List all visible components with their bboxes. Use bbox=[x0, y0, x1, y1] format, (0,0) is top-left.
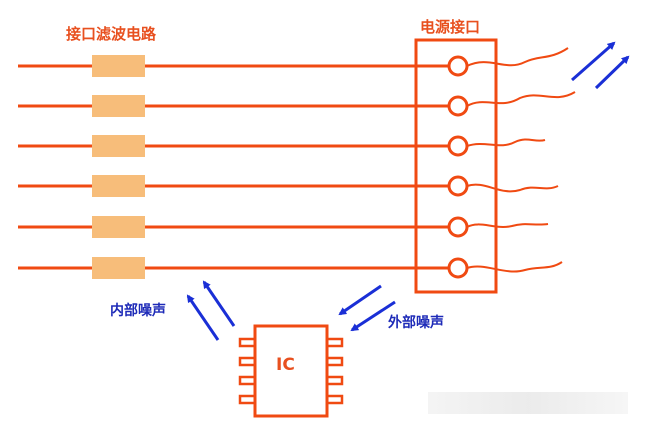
external-noise-arrow-1 bbox=[338, 284, 382, 316]
filter-block-5 bbox=[92, 216, 145, 238]
filter-block-1 bbox=[92, 55, 145, 77]
port-pin-5 bbox=[447, 216, 469, 238]
noise-arrows bbox=[186, 41, 630, 341]
external-wire-6 bbox=[466, 261, 563, 273]
port-pins bbox=[447, 55, 469, 279]
filter-circuit-label: 接口滤波电路 bbox=[66, 25, 157, 43]
external-wire-1 bbox=[466, 47, 569, 67]
port-pin-2 bbox=[447, 95, 469, 117]
external-noise-arrow-2 bbox=[350, 300, 396, 332]
internal-noise-arrow-2 bbox=[202, 280, 236, 327]
external-emission-arrow-1 bbox=[571, 41, 616, 82]
ic-pins-right bbox=[325, 337, 344, 405]
filter-block-2 bbox=[92, 95, 145, 117]
filter-block-3 bbox=[92, 135, 145, 157]
filter-blocks bbox=[92, 55, 145, 279]
power-port-box bbox=[414, 38, 498, 294]
external-wire-5 bbox=[466, 223, 549, 228]
ic-chip bbox=[238, 324, 344, 418]
external-wire-2 bbox=[466, 91, 576, 107]
ic-label: IC bbox=[276, 355, 295, 375]
signal-lines bbox=[18, 64, 448, 270]
ic-pins-left bbox=[238, 337, 257, 405]
external-noise-label: 外部噪声 bbox=[388, 315, 444, 331]
external-wire-4 bbox=[466, 183, 559, 193]
port-pin-1 bbox=[447, 55, 469, 77]
port-pin-3 bbox=[447, 135, 469, 157]
external-emission-arrow-2 bbox=[594, 55, 630, 90]
ic-body bbox=[253, 324, 329, 418]
filter-block-4 bbox=[92, 175, 145, 197]
internal-noise-label: 内部噪声 bbox=[110, 303, 166, 319]
port-pin-4 bbox=[447, 175, 469, 197]
watermark-smudge bbox=[428, 392, 628, 414]
filter-block-6 bbox=[92, 257, 145, 279]
port-pin-6 bbox=[447, 257, 469, 279]
power-port-label: 电源接口 bbox=[420, 18, 481, 36]
external-wire-3 bbox=[466, 138, 546, 147]
external-wires bbox=[466, 47, 576, 273]
internal-noise-arrow-1 bbox=[186, 294, 220, 341]
